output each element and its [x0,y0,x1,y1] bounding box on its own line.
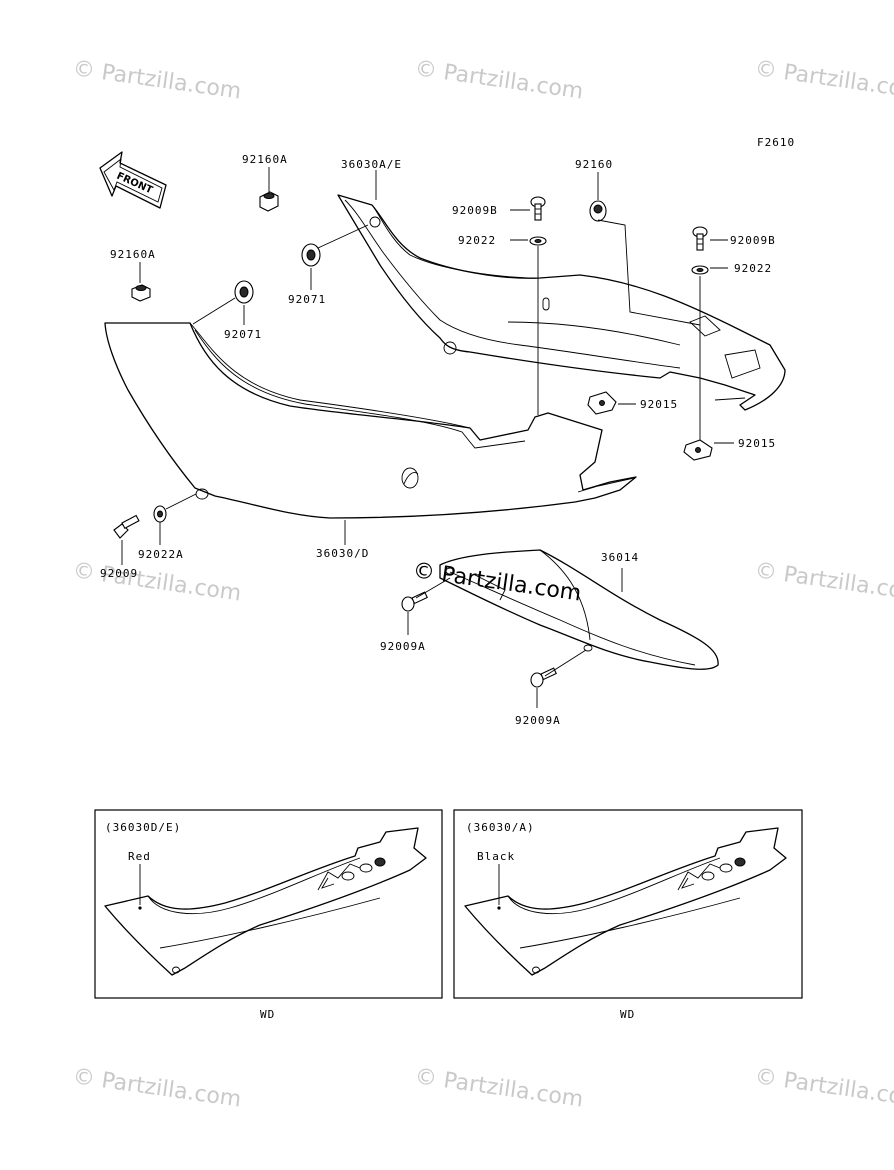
watermark: © Partzilla.com [71,558,243,606]
label-92071-a: 92071 [288,293,326,306]
watermark: © Partzilla.com [753,56,894,104]
variant-footer-black: WD [620,1008,635,1021]
washer-92022a [153,505,167,523]
label-92071-b: 92071 [224,328,262,341]
variant-box-red: (36030D/E) Red WD [94,809,443,1021]
leader-lines [121,167,734,708]
clip-92015-b [683,439,713,461]
label-92009b-left: 92009B [452,204,498,217]
label-36014: 36014 [601,551,639,564]
figure-code: F2610 [757,136,795,149]
label-36030-d: 36030/D [316,547,369,560]
label-92022-left: 92022 [458,234,496,247]
watermark: © Partzilla.com [413,56,585,104]
cover-thumbnail-black [464,827,787,976]
watermark: © Partzilla.com [71,1064,243,1112]
grommet-92071-b [234,280,254,304]
variant-color-red: Red [128,850,151,863]
label-92009: 92009 [100,567,138,580]
variant-color-black: Black [477,850,515,863]
cover-thumbnail-red [104,827,427,976]
label-92015-b: 92015 [738,437,776,450]
variant-code-black: (36030/A) [466,821,535,834]
bolt-92009 [113,514,140,539]
bumper-92160a-top [259,191,279,212]
label-92022a: 92022A [138,548,184,561]
front-arrow-icon: FRONT [99,151,167,209]
watermark: © Partzilla.com [753,1064,894,1112]
bolt-92009a-a [401,591,428,612]
variant-footer-red: WD [260,1008,275,1021]
label-92160a-left: 92160A [110,248,156,261]
bolt-92009b-left [530,196,546,221]
clip-92015-a [587,391,617,415]
bolt-92009b-right [692,226,708,251]
grommet-92071-a [301,243,321,267]
grommet-92160 [589,200,607,222]
label-92022-right: 92022 [734,262,772,275]
bumper-92160a-left [131,284,151,302]
washer-92022-right [691,265,709,275]
watermark: © Partzilla.com [753,558,894,606]
watermark: © Partzilla.com [413,1064,585,1112]
label-92009b-right: 92009B [730,234,776,247]
label-92009a-a: 92009A [380,640,426,653]
label-92160: 92160 [575,158,613,171]
label-92160a-top: 92160A [242,153,288,166]
washer-92022-left [529,236,547,246]
label-36030a-e: 36030A/E [341,158,402,171]
side-cover-36030-d [104,322,637,519]
lower-cover-36014 [439,549,719,670]
part-labels: 92160A 36030A/E 92160 92009B 92022 92009… [100,153,776,727]
variant-code-red: (36030D/E) [105,821,181,834]
label-92015-a: 92015 [640,398,678,411]
watermark: © Partzilla.com [71,56,243,104]
side-cover-36030a-e [337,194,786,411]
label-92009a-b: 92009A [515,714,561,727]
variant-box-black: (36030/A) Black WD [453,809,803,1021]
